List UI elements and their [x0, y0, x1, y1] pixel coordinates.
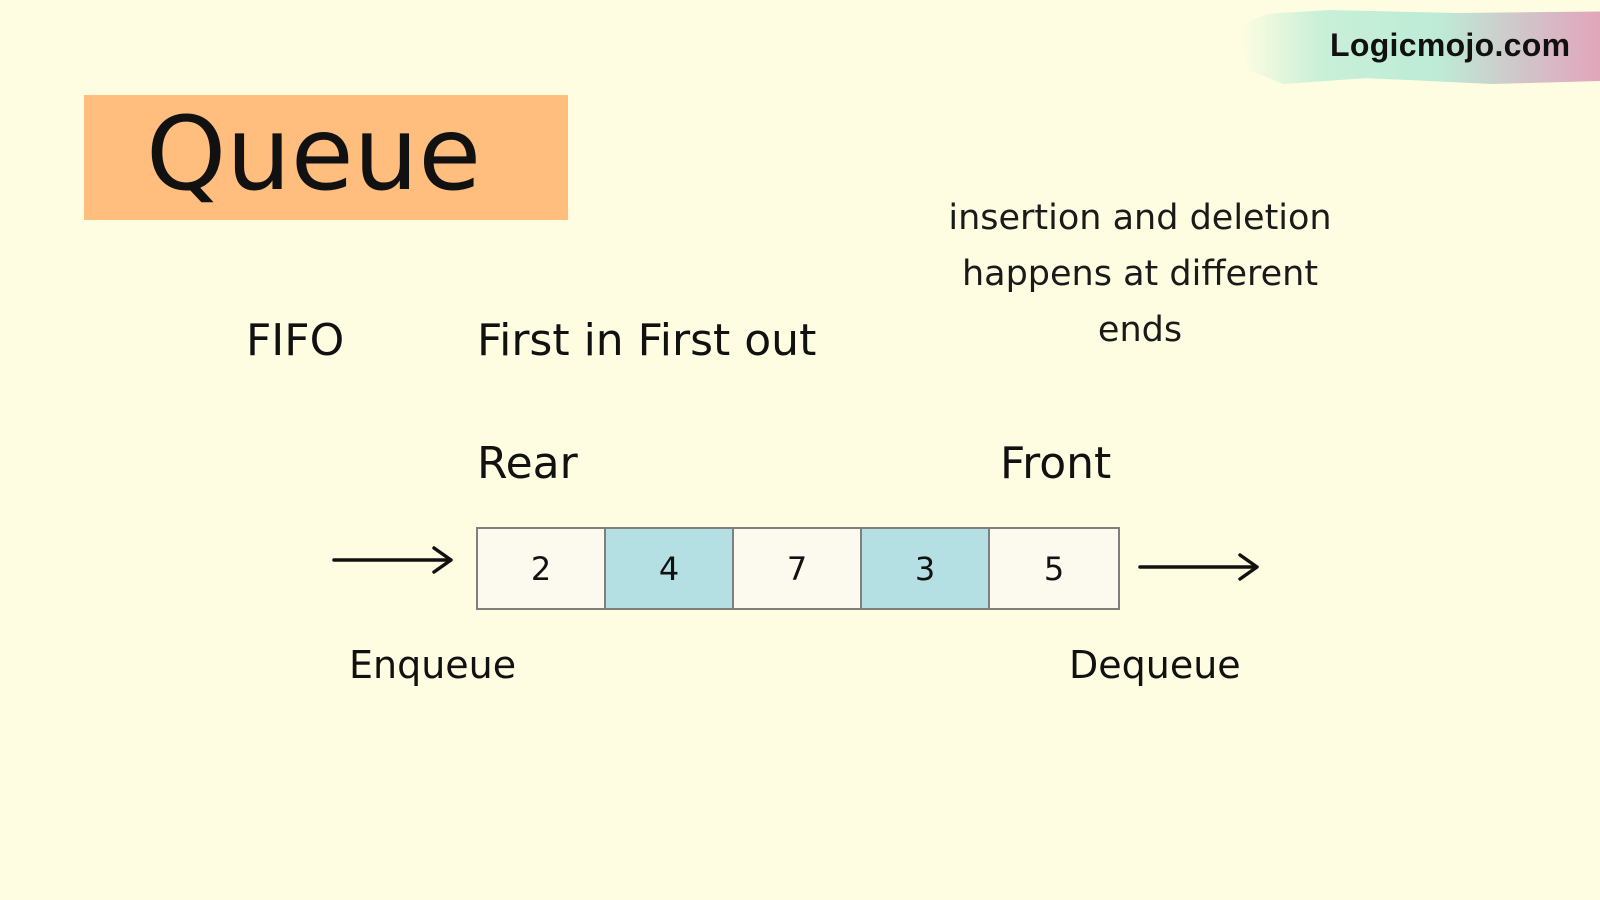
page-title: Queue [146, 95, 482, 214]
note-line: insertion and deletion [948, 198, 1332, 238]
brand-logo-text: Logicmojo.com [1330, 27, 1571, 63]
queue-cell: 4 [606, 529, 734, 608]
dequeue-arrow-icon [1138, 553, 1259, 581]
queue-cell: 2 [478, 529, 606, 608]
note-line: ends [1097, 310, 1183, 350]
title-box: Queue [84, 95, 568, 220]
queue-cell: 7 [734, 529, 862, 608]
brand-banner [1240, 10, 1600, 84]
fifo-acronym: FIFO [246, 315, 345, 366]
note-line: happens at different [961, 254, 1319, 294]
enqueue-arrow-icon [332, 546, 453, 574]
dequeue-label: Dequeue [1069, 643, 1241, 687]
insertion-deletion-note: insertion and deletion happens at differ… [880, 190, 1400, 358]
rear-label: Rear [477, 438, 578, 489]
front-label: Front [1000, 438, 1112, 489]
queue-cell: 3 [862, 529, 990, 608]
fifo-meaning: First in First out [477, 315, 817, 366]
enqueue-label: Enqueue [349, 643, 517, 687]
queue-array: 2 4 7 3 5 [476, 527, 1120, 610]
queue-cell: 5 [990, 529, 1118, 608]
